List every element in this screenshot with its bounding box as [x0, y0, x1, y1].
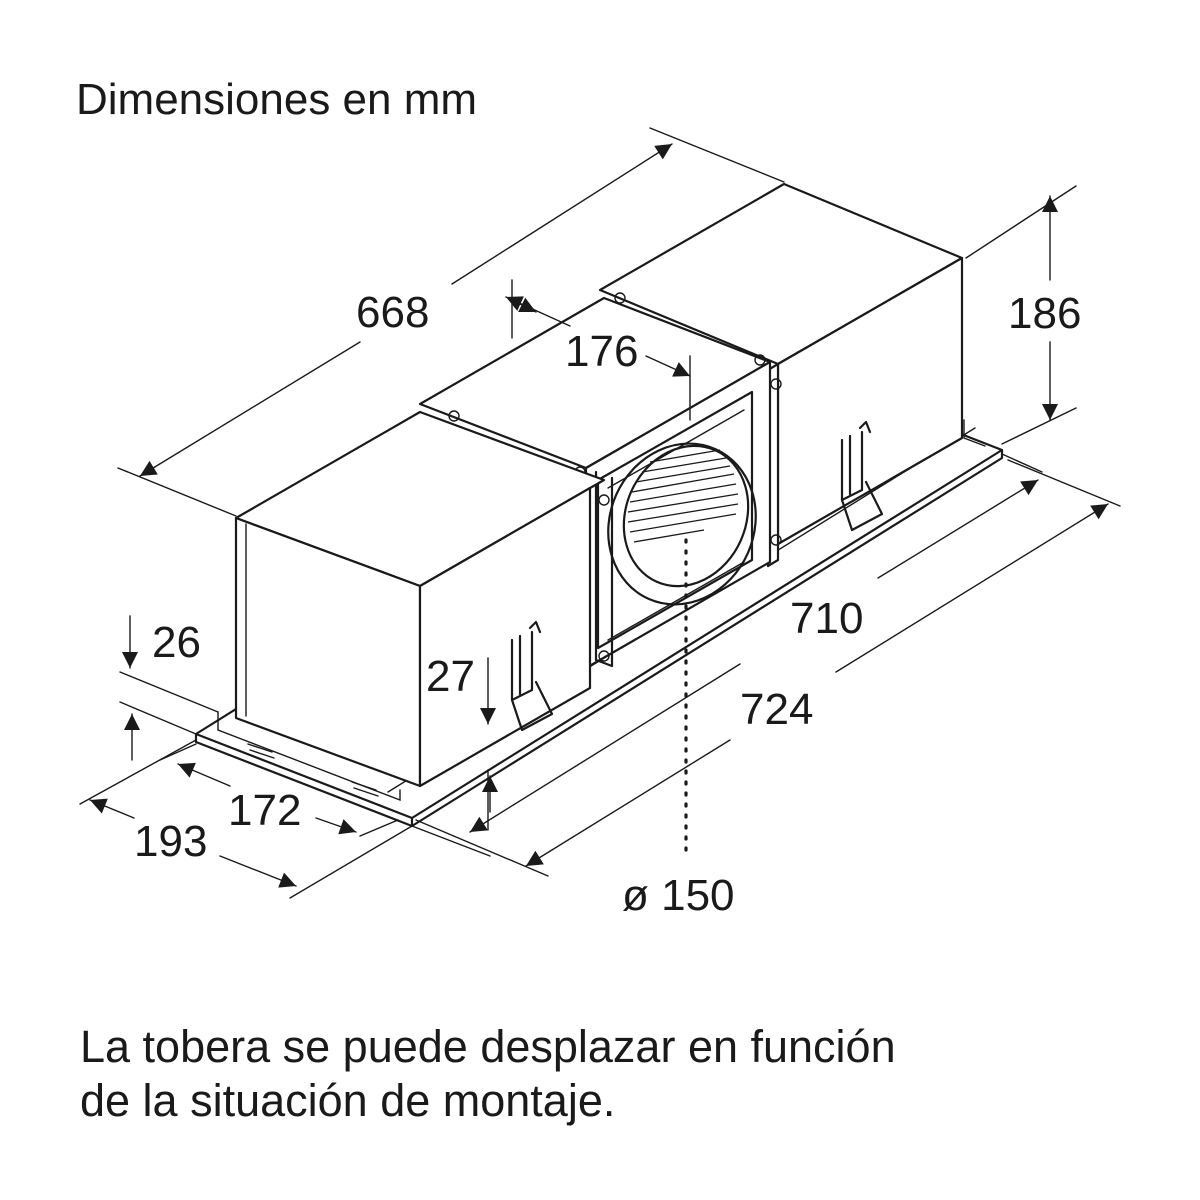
dimension-inner-step-label: 27	[426, 652, 475, 701]
nozzle-housing	[418, 292, 782, 670]
installation-note-line-2: de la situación de montaje.	[80, 1075, 616, 1126]
dimension-nozzle-offset-label: 176	[565, 327, 638, 376]
left-housing	[234, 410, 606, 788]
dimension-length-label: 668	[356, 288, 429, 337]
dimension-overall-length-label: 724	[740, 685, 813, 734]
installation-note-line-1: La tobera se puede desplazar en función	[80, 1021, 896, 1072]
dimension-top-flange-label: 26	[152, 618, 201, 667]
dimension-height-label: 186	[1008, 289, 1081, 338]
dimension-frame-length-label: 710	[790, 594, 863, 643]
dimension-duct-diameter-label: ø 150	[622, 871, 735, 920]
dimension-labels: 668 176 186 26 27 172 193 710 724 ø 150	[134, 288, 1081, 920]
installation-note: La tobera se puede desplazar en función …	[80, 1020, 1140, 1128]
dimension-inner-width-label: 172	[228, 786, 301, 835]
nozzle-grille	[627, 449, 739, 543]
diagram-title: Dimensiones en mm	[76, 75, 477, 124]
dimension-outer-width-label: 193	[134, 817, 207, 866]
dimension-lines	[79, 127, 1121, 899]
duct-nozzle	[607, 442, 757, 606]
